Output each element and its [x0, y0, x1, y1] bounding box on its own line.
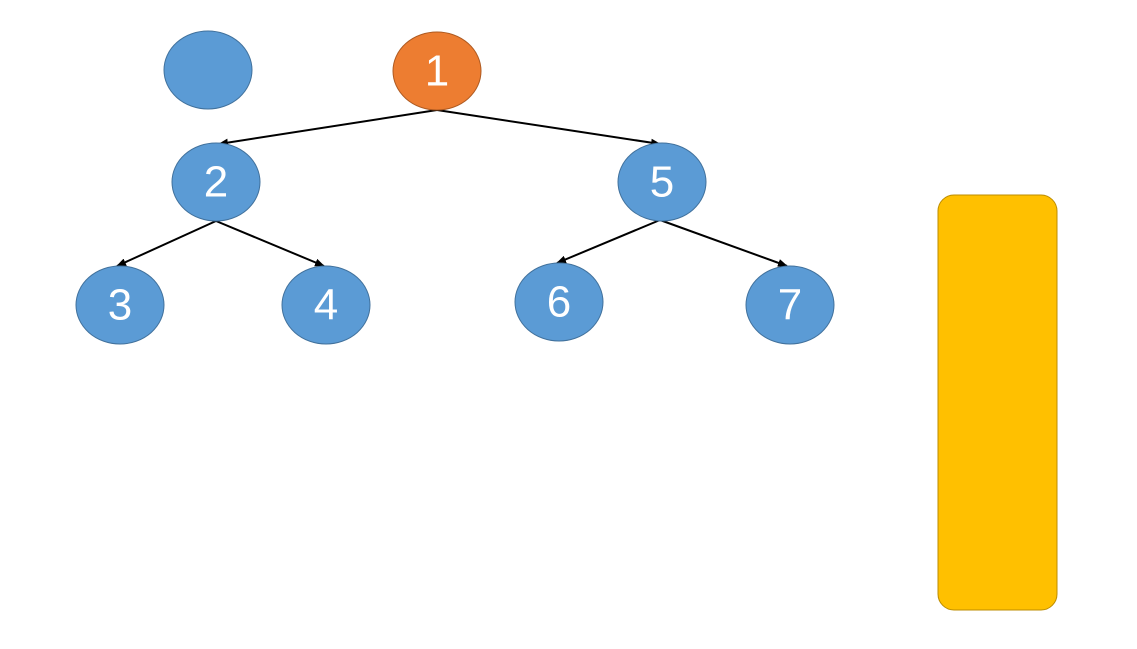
edge-1-2 — [218, 109, 438, 147]
edge-1-5 — [436, 109, 661, 147]
tree-node-2: 2 — [171, 142, 261, 222]
tree-node-5-circle — [617, 142, 707, 222]
empty-node-circle — [163, 30, 253, 110]
edge-2-4 — [215, 220, 325, 267]
tree-node-4: 4 — [281, 265, 371, 345]
tree-node-7: 7 — [745, 265, 835, 345]
tree-node-6-circle — [514, 262, 604, 342]
empty-node — [163, 30, 253, 110]
tree-node-4-label: 4 — [314, 281, 338, 330]
tree-node-7-circle — [745, 265, 835, 345]
tree-node-5: 5 — [617, 142, 707, 222]
edge-5-6 — [556, 219, 661, 264]
tree-node-4-circle — [281, 265, 371, 345]
tree-node-3-circle — [75, 265, 165, 345]
tree-node-2-circle — [171, 142, 261, 222]
edge-5-7 — [659, 219, 788, 267]
tree-node-7-label: 7 — [778, 281, 802, 330]
tree-node-2-label: 2 — [204, 158, 228, 207]
tree-node-1-label: 1 — [425, 47, 449, 96]
tree-node-3: 3 — [75, 265, 165, 345]
nodes-group: 1 2 3 4 5 6 7 — [75, 31, 835, 345]
tree-node-1-circle — [392, 31, 482, 111]
tree-node-1: 1 — [392, 31, 482, 111]
stack-container — [937, 194, 1058, 611]
tree-node-6-label: 6 — [547, 278, 571, 327]
edge-2-3 — [116, 220, 217, 267]
tree-node-5-label: 5 — [650, 158, 674, 207]
tree-node-6: 6 — [514, 262, 604, 342]
edges-group — [116, 109, 788, 267]
tree-node-3-label: 3 — [108, 281, 132, 330]
